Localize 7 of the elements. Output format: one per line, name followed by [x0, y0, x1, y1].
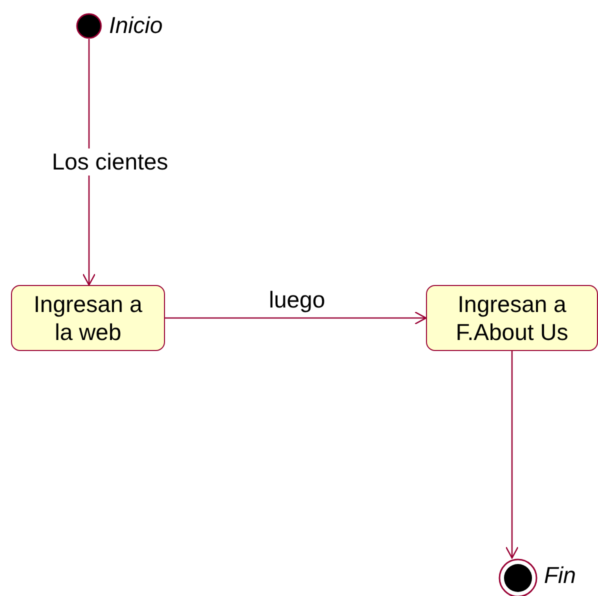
- arrow: [505, 351, 519, 559]
- arrow: [165, 311, 427, 325]
- state-box: Ingresan a la web: [11, 285, 165, 351]
- state-box: Ingresan a F.About Us: [426, 285, 598, 351]
- state-label: Inicio: [109, 12, 163, 39]
- arrow: [82, 39, 96, 286]
- state-label: Fin: [544, 562, 576, 589]
